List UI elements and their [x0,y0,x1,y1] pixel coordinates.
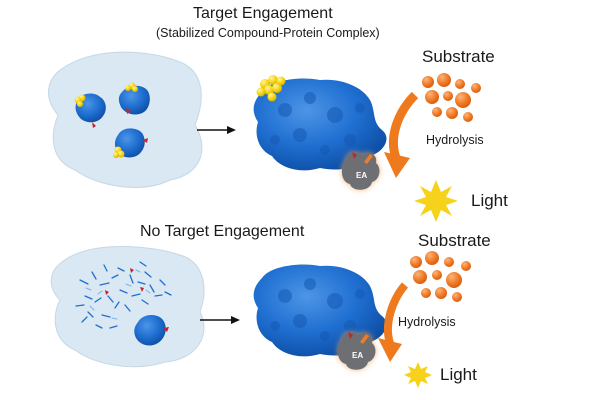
cell-membrane-bottom [50,246,205,368]
unfolded-protein-strands [75,261,172,329]
bound-protein-2 [118,82,150,115]
ea-fragment-bottom [337,332,376,370]
bottom-ea-label: EA [352,351,364,360]
substrate-balls-bottom [410,251,471,302]
free-compound-marks [105,268,144,295]
stabilized-protein-top [253,78,387,171]
unfolded-protein-strands-light [85,269,151,320]
top-light-label: Light [471,191,508,210]
bottom-hydrolysis-label: Hydrolysis [398,315,456,329]
compound-cluster-icon [256,75,286,102]
bound-protein-3 [113,128,148,158]
folded-protein-bottom-cell [134,314,169,346]
ea-fragment-top [341,152,380,190]
hydrolysis-arrow-top [384,91,419,178]
top-ea-label: EA [356,171,368,180]
hydrolysis-arrow-bottom [378,282,409,362]
cell-membrane-top [48,51,203,188]
substrate-balls-top [422,73,481,122]
top-substrate-label: Substrate [422,47,495,66]
top-hydrolysis-label: Hydrolysis [426,133,484,147]
bottom-substrate-label: Substrate [418,231,491,250]
protein-texture-top [270,92,365,155]
top-subtitle: (Stabilized Compound-Protein Complex) [156,26,380,40]
bottom-light-label: Light [440,365,477,384]
bottom-title: No Target Engagement [140,223,305,240]
light-burst-top [414,180,458,222]
bound-protein-1 [74,93,106,128]
light-burst-bottom [404,362,432,388]
protein-texture-bottom [270,278,365,341]
arrow-top [197,126,236,134]
arrow-bottom [200,316,240,324]
top-title: Target Engagement [193,5,333,22]
